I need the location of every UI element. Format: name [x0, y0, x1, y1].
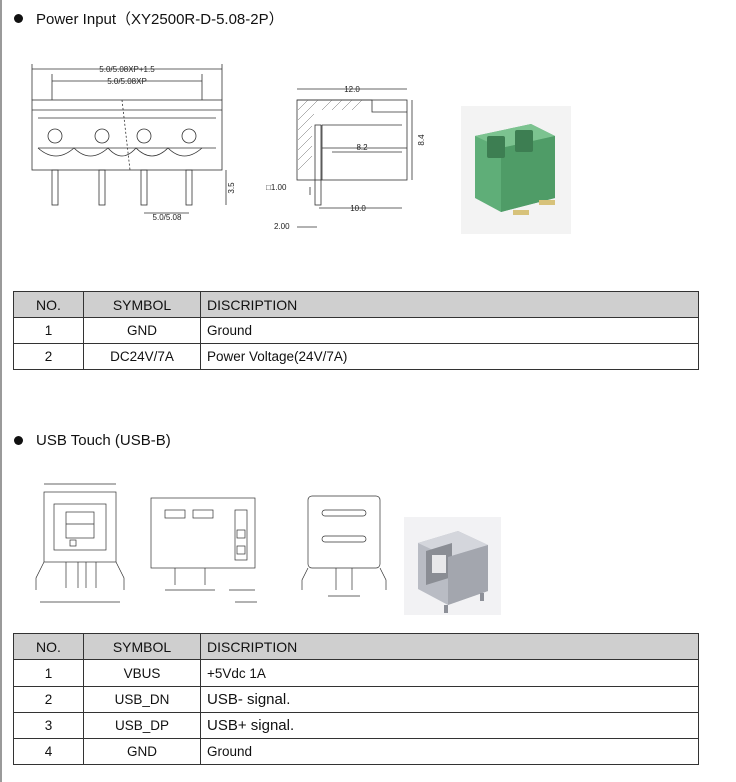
- dim-bottom: 5.0/5.08: [153, 213, 182, 222]
- cell-no: 1: [13, 317, 84, 344]
- dim-pin: □1.00: [266, 183, 287, 192]
- bullet-icon: [14, 436, 23, 445]
- table-row: 2 USB_DN USB- signal.: [13, 686, 699, 713]
- header-no: NO.: [13, 633, 84, 660]
- dim-side: 3.5: [227, 182, 236, 194]
- table-row: 2 DC24V/7A Power Voltage(24V/7A): [13, 343, 699, 370]
- header-no: NO.: [13, 291, 84, 318]
- cell-no: 4: [13, 738, 84, 765]
- table-row: 1 VBUS +5Vdc 1A: [13, 659, 699, 687]
- cell-description: Ground: [200, 738, 699, 765]
- header-symbol: SYMBOL: [83, 291, 201, 318]
- cell-no: 3: [13, 712, 84, 739]
- page-left-border: [0, 0, 2, 782]
- cell-symbol: USB_DP: [83, 712, 201, 739]
- terminal-front-drawing: 5.0/5.08XP+1.5 5.0/5.08XP 3.5 5.0/5.08: [31, 64, 236, 222]
- usb-top-drawing: [301, 495, 387, 597]
- dim-top2: 5.0/5.08XP: [107, 77, 147, 86]
- table-header-row: NO. SYMBOL DISCRIPTION: [13, 633, 699, 660]
- section-title: Power Input（XY2500R-D-5.08-2P）: [36, 11, 284, 28]
- cell-symbol: DC24V/7A: [83, 343, 201, 370]
- cell-no: 2: [13, 686, 84, 713]
- dim-inner: 8.2: [356, 143, 368, 152]
- table-header-row: NO. SYMBOL DISCRIPTION: [13, 291, 699, 318]
- cell-no: 1: [13, 659, 84, 687]
- dim-height: 8.4: [417, 134, 426, 146]
- terminal-side-drawing: 12.0 8.4 8.2 □1.00 10.0 2.00: [266, 85, 426, 231]
- table-row: 4 GND Ground: [13, 738, 699, 765]
- bullet-icon: [14, 14, 23, 23]
- header-description: DISCRIPTION: [200, 633, 699, 660]
- cell-symbol: GND: [83, 317, 201, 344]
- cell-description: USB- signal.: [200, 686, 699, 713]
- cell-description: Power Voltage(24V/7A): [200, 343, 699, 370]
- cell-no: 2: [13, 343, 84, 370]
- usb-touch-pin-table: NO. SYMBOL DISCRIPTION 1 VBUS +5Vdc 1A 2…: [13, 633, 699, 765]
- section-usb-touch-heading: USB Touch (USB-B): [14, 432, 171, 449]
- cell-symbol: VBUS: [83, 659, 201, 687]
- section-title: USB Touch (USB-B): [36, 432, 171, 449]
- usb-front-drawing: [35, 483, 125, 603]
- header-description: DISCRIPTION: [200, 291, 699, 318]
- green-terminal-photo: [461, 106, 571, 234]
- usb-b-connector-photo: [404, 517, 501, 615]
- cell-symbol: USB_DN: [83, 686, 201, 713]
- dim-top1: 5.0/5.08XP+1.5: [99, 65, 155, 74]
- cell-description: +5Vdc 1A: [200, 659, 699, 687]
- table-row: 1 GND Ground: [13, 317, 699, 344]
- dim-pitch: 10.0: [350, 204, 366, 213]
- cell-symbol: GND: [83, 738, 201, 765]
- section-power-input-heading: Power Input（XY2500R-D-5.08-2P）: [14, 8, 284, 29]
- table-row: 3 USB_DP USB+ signal.: [13, 712, 699, 739]
- cell-description: USB+ signal.: [200, 712, 699, 739]
- power-input-pin-table: NO. SYMBOL DISCRIPTION 1 GND Ground 2 DC…: [13, 291, 699, 370]
- cell-description: Ground: [200, 317, 699, 344]
- dim-width: 12.0: [344, 85, 360, 94]
- usb-side-drawing: [150, 497, 257, 603]
- dim-offset: 2.00: [274, 222, 290, 231]
- header-symbol: SYMBOL: [83, 633, 201, 660]
